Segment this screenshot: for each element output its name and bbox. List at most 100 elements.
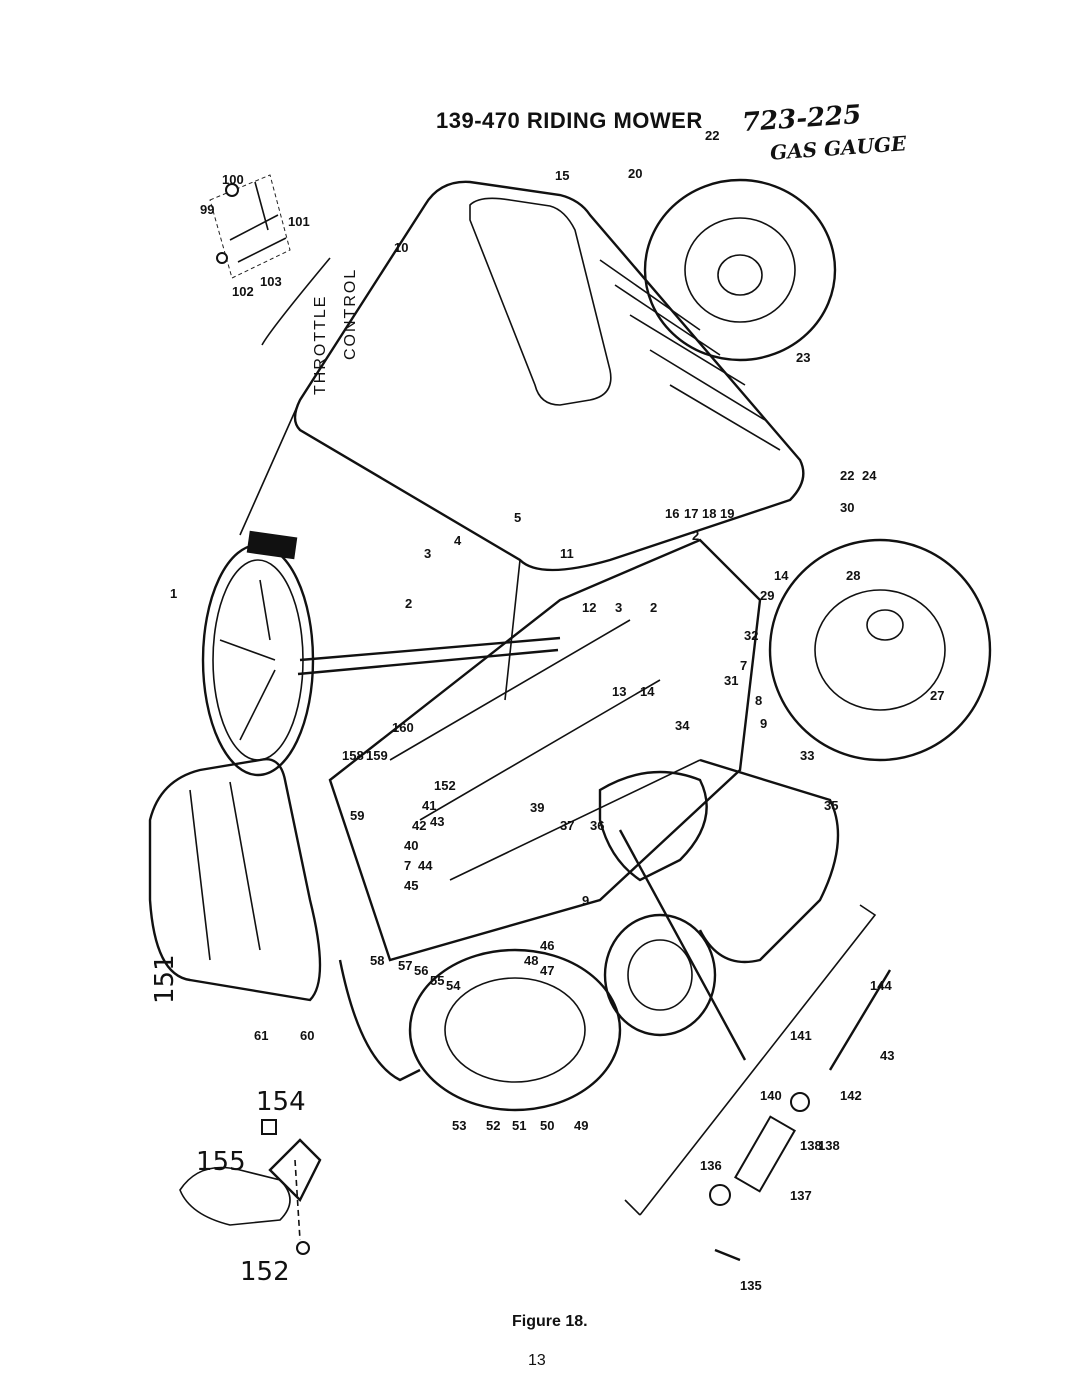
part-label-5: 5 — [514, 510, 521, 525]
exploded-parts-diagram: THROTTLE CONTROL — [148, 128, 992, 1293]
part-label-61: 61 — [254, 1028, 268, 1043]
part-label-33: 33 — [800, 748, 814, 763]
part-label-137: 137 — [790, 1188, 812, 1203]
part-label-17: 17 — [684, 506, 698, 521]
control-label: CONTROL — [342, 268, 359, 360]
part-label-13: 13 — [612, 684, 626, 699]
part-label-2-left: 2 — [405, 596, 412, 611]
part-label-60: 60 — [300, 1028, 314, 1043]
part-label-100: 100 — [222, 172, 244, 187]
part-label-8: 8 — [755, 693, 762, 708]
part-label-10: 10 — [394, 240, 408, 255]
front-wheels — [643, 178, 992, 762]
part-label-9-right: 9 — [760, 716, 767, 731]
part-label-41: 41 — [422, 798, 436, 813]
part-label-32: 32 — [744, 628, 758, 643]
part-label-3-left: 3 — [424, 546, 431, 561]
page-number: 13 — [528, 1352, 546, 1369]
rear-wheels — [408, 913, 717, 1112]
part-label-42: 42 — [412, 818, 426, 833]
part-label-141: 141 — [790, 1028, 812, 1043]
part-label-22-mid: 22 — [840, 468, 854, 483]
part-label-15: 15 — [555, 168, 569, 183]
part-label-59: 59 — [350, 808, 364, 823]
part-label-37: 37 — [560, 818, 574, 833]
part-label-2-center: 152 — [434, 778, 456, 793]
part-label-55: 55 — [430, 973, 444, 988]
part-label-102: 102 — [232, 284, 254, 299]
part-label-27: 27 — [930, 688, 944, 703]
part-label-7-left: 7 — [404, 858, 411, 873]
part-label-28: 28 — [846, 568, 860, 583]
part-label-35: 35 — [824, 798, 838, 813]
part-label-44: 44 — [418, 858, 433, 873]
part-label-51: 51 — [512, 1118, 526, 1133]
part-label-1: 1 — [170, 586, 177, 601]
part-label-14: 14 — [640, 684, 655, 699]
throttle-label: THROTTLE — [312, 295, 329, 395]
part-label-7-right: 7 — [740, 658, 747, 673]
throttle-control-inset: THROTTLE CONTROL — [209, 174, 359, 395]
part-label-20: 20 — [628, 166, 642, 181]
part-label-23: 23 — [796, 350, 810, 365]
part-label-24: 24 — [862, 468, 877, 483]
steering-wheel — [201, 530, 561, 777]
frame — [328, 538, 762, 1082]
part-label-54: 54 — [446, 978, 461, 993]
part-label-142: 142 — [840, 1088, 862, 1103]
part-label-53: 53 — [452, 1118, 466, 1133]
part-label-101: 101 — [288, 214, 310, 229]
part-label-56: 56 — [414, 963, 428, 978]
part-label-30: 30 — [840, 500, 854, 515]
part-label-52: 52 — [486, 1118, 500, 1133]
part-label-36: 36 — [590, 818, 604, 833]
part-label-57: 57 — [398, 958, 412, 973]
part-label-47: 47 — [540, 963, 554, 978]
part-label-19: 19 — [720, 506, 734, 521]
part-label-160: 160 — [392, 720, 414, 735]
part-label-155: 155 — [196, 1147, 246, 1177]
seat — [148, 758, 322, 1002]
hitch-inset — [179, 1119, 322, 1255]
part-label-31: 31 — [724, 673, 738, 688]
part-label-138-a: 138 — [800, 1138, 822, 1153]
part-label-2-right: 2 — [692, 528, 699, 543]
part-label-159: 159 — [366, 748, 388, 763]
part-label-22-top: 22 — [705, 128, 719, 143]
part-label-43: 43 — [430, 814, 444, 829]
part-label-144: 144 — [870, 978, 892, 993]
part-label-16: 16 — [665, 506, 679, 521]
part-label-49: 49 — [574, 1118, 588, 1133]
part-label-4: 4 — [454, 533, 462, 548]
part-label-140: 140 — [760, 1088, 782, 1103]
part-label-29: 29 — [760, 588, 774, 603]
part-label-40: 40 — [404, 838, 418, 853]
part-label-103: 103 — [260, 274, 282, 289]
part-label-14-right: 14 — [774, 568, 789, 583]
part-label-39: 39 — [530, 800, 544, 815]
axle-inset — [624, 904, 892, 1262]
part-label-154: 154 — [256, 1087, 306, 1117]
part-label-158: 158 — [342, 748, 364, 763]
part-label-135: 135 — [740, 1278, 762, 1293]
part-label-152: 152 — [240, 1257, 290, 1287]
mower-deck — [618, 758, 840, 1061]
part-label-3-right: 3 — [615, 600, 622, 615]
figure-caption: Figure 18. — [512, 1313, 588, 1330]
part-number-labels: 151 1 15 10 20 22 23 22 24 30 28 27 16 1… — [150, 128, 944, 1293]
part-label-18: 18 — [702, 506, 716, 521]
part-label-58: 58 — [370, 953, 384, 968]
part-label-46: 46 — [540, 938, 554, 953]
part-label-34: 34 — [675, 718, 690, 733]
part-label-50: 50 — [540, 1118, 554, 1133]
part-label-2-mid: 2 — [650, 600, 657, 615]
part-label-11: 11 — [560, 546, 574, 561]
part-label-136: 136 — [700, 1158, 722, 1173]
part-label-138-b: 138 — [818, 1138, 840, 1153]
part-label-45: 45 — [404, 878, 418, 893]
part-label-9: 9 — [582, 893, 589, 908]
part-label-99: 99 — [200, 202, 214, 217]
part-label-12: 12 — [582, 600, 596, 615]
hood — [239, 180, 805, 701]
part-label-43-inset: 43 — [880, 1048, 894, 1063]
